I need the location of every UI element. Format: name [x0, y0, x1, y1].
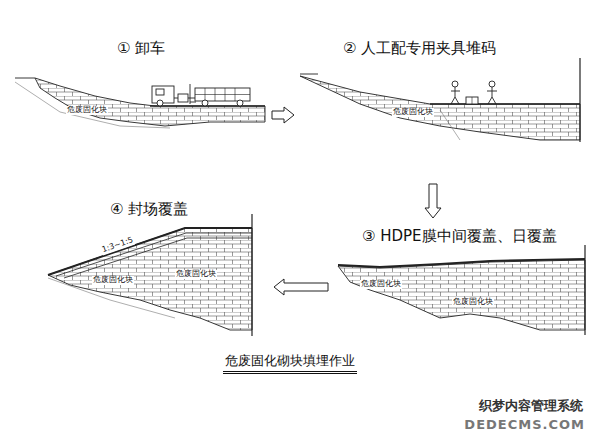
- part-label: 危废固化块: [92, 276, 134, 285]
- watermark-text: 织梦内容管理系统: [478, 399, 584, 413]
- caption: 危废固化砌块填埋作业: [223, 352, 357, 374]
- watermark-text: DEDECMS.COM: [463, 418, 586, 432]
- step-panel: ① 卸车: [12, 35, 268, 140]
- flow-arrow: [272, 107, 294, 123]
- part-label: 危废固化块: [360, 280, 402, 289]
- step-panel: ④ 封场覆盖: [40, 196, 270, 341]
- step-heading: ④ 封场覆盖: [110, 200, 188, 219]
- step-panel: ② 人工配专用夹具堆码: [298, 35, 585, 180]
- flow-arrow: [274, 279, 328, 295]
- part-label: 危废固化块: [66, 106, 108, 115]
- unloading-scene: [15, 78, 265, 128]
- flow-arrow: [425, 184, 441, 218]
- stacking-scene: [300, 58, 580, 142]
- hdpe-cover-scene: [338, 245, 585, 335]
- closure-scene: [48, 214, 252, 336]
- step-heading: ① 卸车: [117, 39, 165, 58]
- step-heading: ③ HDPE膜中间覆盖、日覆盖: [362, 227, 557, 246]
- step-heading: ② 人工配专用夹具堆码: [343, 39, 496, 58]
- part-label: 危废固化块: [392, 108, 434, 117]
- part-label: 危废固化块: [452, 298, 494, 307]
- part-label: 危废固化块: [175, 270, 217, 279]
